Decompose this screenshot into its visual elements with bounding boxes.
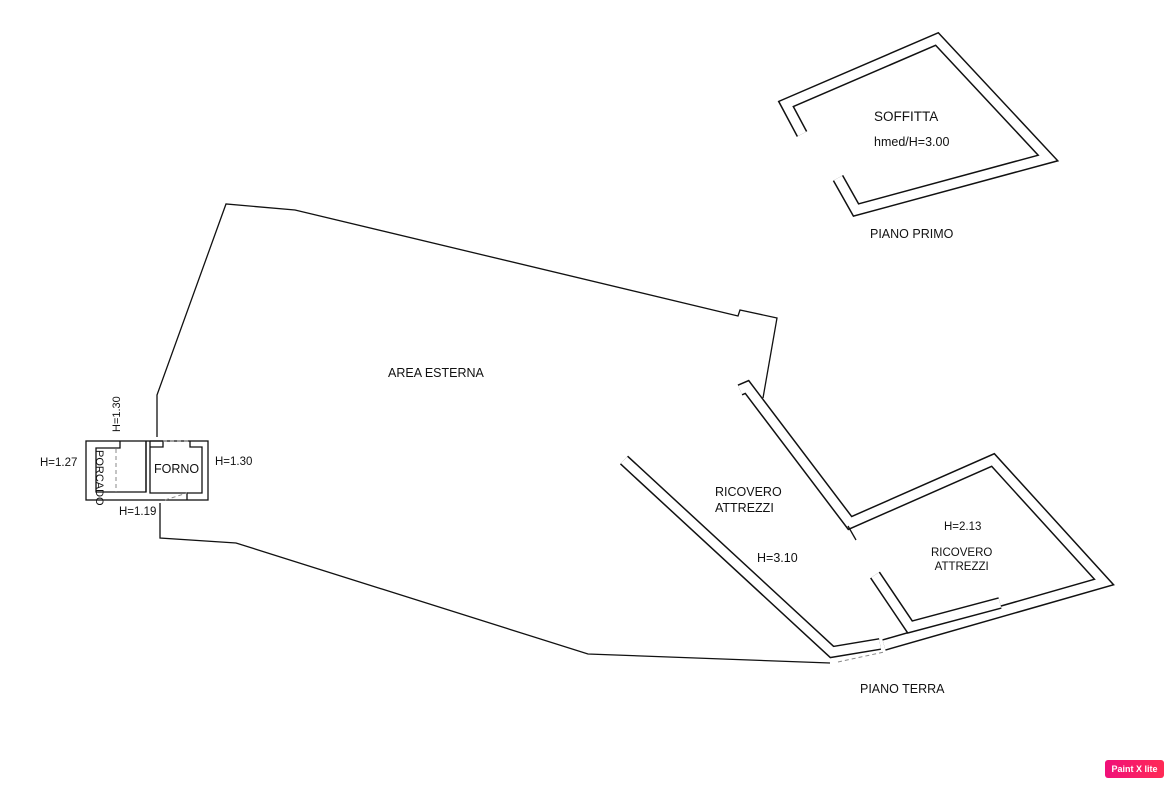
piano-terra-label: PIANO TERRA — [860, 682, 945, 696]
paint-x-lite-watermark: Paint X lite — [1105, 760, 1164, 778]
forno-height-label: H=1.30 — [215, 456, 253, 468]
forno-porcado-walls — [85, 440, 209, 501]
forno-label: FORNO — [154, 462, 200, 476]
left-height-label: H=1.27 — [40, 457, 78, 469]
area-esterna-label: AREA ESTERNA — [388, 366, 484, 380]
porcado-height-label: H=1.30 — [111, 396, 123, 432]
piano-primo-label: PIANO PRIMO — [870, 227, 954, 241]
porcado-label: PORCADO — [93, 450, 105, 506]
area-esterna-bottom — [159, 503, 831, 664]
ricovero-2-height-label: H=2.13 — [944, 521, 982, 533]
ricovero-walls — [619, 379, 1115, 663]
ricovero-attrezzi-1-label: RICOVERO ATTREZZI — [715, 485, 782, 515]
soffitta-label: SOFFITTA — [874, 109, 939, 124]
ricovero-attrezzi-2-label: RICOVERO ATTREZZI — [931, 547, 993, 574]
bottom-height-label: H=1.19 — [119, 506, 157, 518]
soffitta-walls — [777, 31, 1060, 218]
soffitta-height-label: hmed/H=3.00 — [874, 135, 950, 149]
ricovero-1-height-label: H=3.10 — [757, 551, 798, 565]
area-esterna-outline — [156, 203, 778, 437]
